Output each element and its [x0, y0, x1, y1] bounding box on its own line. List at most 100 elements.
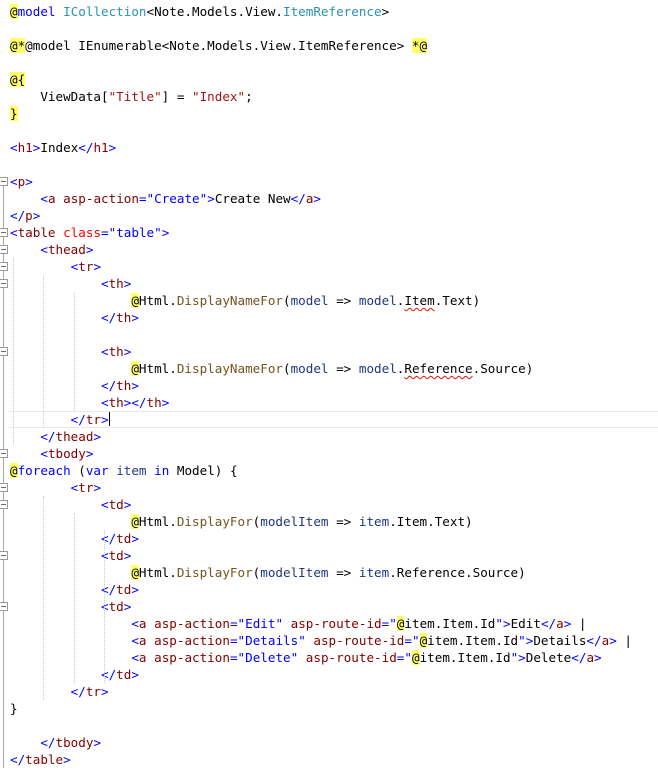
collapse-toggle-icon[interactable] [0, 551, 8, 560]
code-line[interactable]: <p> [0, 173, 658, 190]
code-line[interactable]: @foreach (var item in Model) { [0, 462, 658, 479]
code-token: td [116, 582, 132, 597]
code-line[interactable]: </td> [0, 666, 658, 683]
code-token: foreach [17, 463, 71, 478]
code-line[interactable] [0, 20, 658, 37]
code-line[interactable] [0, 717, 658, 734]
code-token: > [131, 531, 139, 546]
code-line[interactable]: <th> [0, 343, 658, 360]
code-line[interactable]: <th></th> [0, 394, 658, 411]
code-line[interactable] [0, 326, 658, 343]
code-line[interactable]: <a asp-action="Delete" asp-route-id="@it… [0, 649, 658, 666]
code-line[interactable]: </th> [0, 377, 658, 394]
code-token: Item [404, 293, 435, 308]
code-line[interactable]: <a asp-action="Details" asp-route-id="@i… [0, 632, 658, 649]
code-line-text: <tr> [10, 479, 101, 496]
code-line[interactable] [0, 54, 658, 71]
code-line-text: @Html.DisplayNameFor(model => model.Item… [10, 292, 480, 309]
code-token: > [85, 242, 94, 257]
collapse-toggle-icon[interactable] [0, 449, 8, 458]
code-line[interactable]: </td> [0, 581, 658, 598]
code-line-text: <a asp-action="Create">Create New</a> [10, 190, 321, 207]
code-token: tr [78, 480, 94, 495]
code-line[interactable]: </tbody> [0, 734, 658, 751]
code-line[interactable]: <tr> [0, 479, 658, 496]
code-line-text: <tr> [10, 258, 101, 275]
code-line[interactable]: <table class="table"> [0, 224, 658, 241]
code-token: asp-action [154, 650, 230, 665]
code-line[interactable]: @Html.DisplayNameFor(model => model.Item… [0, 292, 658, 309]
code-token: "Title" [108, 89, 162, 104]
code-token: Edit [510, 616, 541, 631]
code-token: a [138, 650, 147, 665]
code-line[interactable] [0, 122, 658, 139]
code-line-text: <a asp-action="Delete" asp-route-id="@it… [10, 649, 602, 666]
code-line[interactable]: @Html.DisplayFor(modelItem => item.Refer… [0, 564, 658, 581]
collapse-toggle-icon[interactable] [0, 500, 8, 509]
collapse-toggle-icon[interactable] [0, 483, 8, 492]
code-line[interactable]: <a asp-action="Create">Create New</a> [0, 190, 658, 207]
code-token: > [594, 650, 602, 665]
code-token: </ [290, 191, 306, 206]
code-line[interactable]: <tr> [0, 258, 658, 275]
code-token: th [108, 344, 124, 359]
code-token: th [146, 395, 162, 410]
collapse-toggle-icon[interactable] [0, 602, 8, 611]
collapse-toggle-icon[interactable] [0, 262, 8, 271]
code-token: < [40, 242, 48, 257]
collapse-toggle-icon[interactable] [0, 245, 8, 254]
code-token: " [518, 633, 526, 648]
code-line[interactable]: @Html.DisplayFor(modelItem => item.Item.… [0, 513, 658, 530]
code-line[interactable]: } [0, 700, 658, 717]
code-token: @ [131, 361, 139, 376]
code-token: > [609, 633, 617, 648]
code-line[interactable]: @*@model IEnumerable<Note.Models.View.It… [0, 37, 658, 54]
code-token: > [161, 225, 170, 240]
code-token: | [571, 616, 587, 631]
code-line[interactable]: @model ICollection<Note.Models.View.Item… [0, 3, 658, 20]
code-token: "Delete" [237, 650, 299, 665]
code-token: | [616, 633, 632, 648]
code-token: @ [131, 293, 139, 308]
collapse-toggle-icon[interactable] [0, 228, 8, 237]
code-token: Html. [138, 565, 177, 580]
code-line[interactable]: <td> [0, 547, 658, 564]
code-line[interactable] [0, 156, 658, 173]
code-line[interactable]: } [0, 105, 658, 122]
code-line[interactable]: </table> [0, 751, 658, 768]
code-line[interactable]: </tr> [0, 683, 658, 700]
code-token: = [229, 633, 238, 648]
code-line[interactable]: </tr> [0, 411, 658, 428]
code-token: model [358, 361, 397, 376]
code-line-text: <td> [10, 598, 131, 615]
code-line[interactable]: <thead> [0, 241, 658, 258]
code-line[interactable]: <a asp-action="Edit" asp-route-id="@item… [0, 615, 658, 632]
code-line[interactable]: </th> [0, 309, 658, 326]
code-token [283, 616, 291, 631]
code-line[interactable]: <th> [0, 275, 658, 292]
code-token: model [290, 361, 329, 376]
code-line[interactable]: </thead> [0, 428, 658, 445]
code-line[interactable]: <td> [0, 496, 658, 513]
code-token: p [25, 208, 33, 223]
code-token: asp-action [63, 191, 139, 206]
code-line[interactable]: ViewData["Title"] = "Index"; [0, 88, 658, 105]
code-token: > [131, 310, 139, 325]
code-token: = [229, 650, 238, 665]
code-token: .Item.Text) [389, 514, 473, 529]
code-line[interactable]: </td> [0, 530, 658, 547]
code-line[interactable]: @{ [0, 71, 658, 88]
code-token: th [108, 276, 124, 291]
code-line[interactable]: <tbody> [0, 445, 658, 462]
code-line-text: <th> [10, 343, 131, 360]
collapse-toggle-icon[interactable] [0, 177, 8, 186]
code-line[interactable]: <td> [0, 598, 658, 615]
code-token: td [108, 599, 124, 614]
code-line[interactable]: @Html.DisplayNameFor(model => model.Refe… [0, 360, 658, 377]
collapse-toggle-icon[interactable] [0, 347, 8, 356]
code-line[interactable]: <h1>Index</h1> [0, 139, 658, 156]
code-line[interactable]: </p> [0, 207, 658, 224]
code-token: </ [101, 310, 117, 325]
collapse-toggle-icon[interactable] [0, 279, 8, 288]
